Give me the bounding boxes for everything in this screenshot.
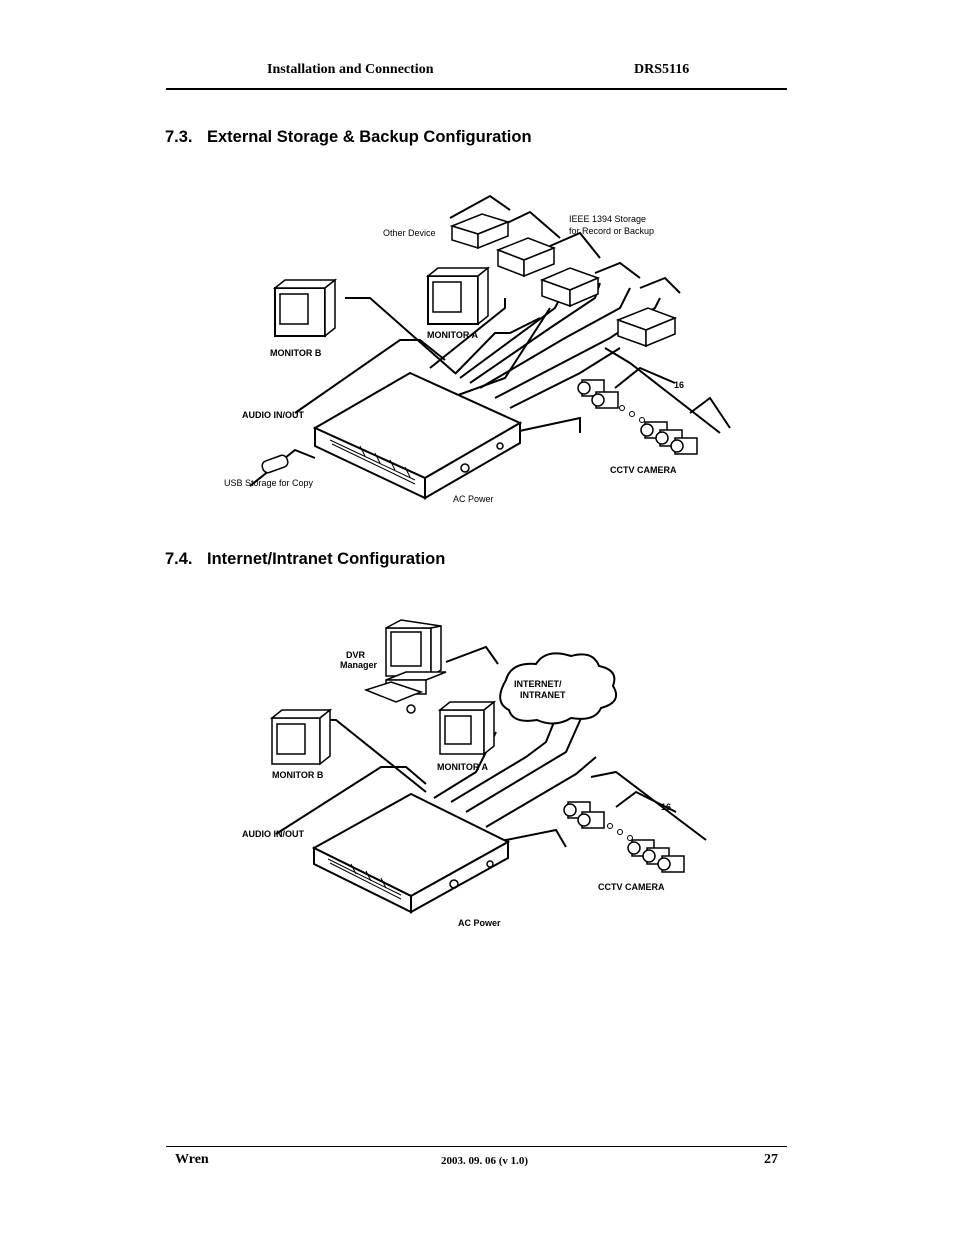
storage-box-ieee-2 <box>539 267 601 308</box>
dvr-unit <box>311 792 511 914</box>
camera-group-bottom <box>640 421 698 455</box>
label-ieee-storage-line1: IEEE 1394 Storage <box>569 214 646 224</box>
camera-group-top <box>577 379 619 409</box>
label-dvr-manager-line2: Manager <box>340 660 378 670</box>
label-monitor-b: MONITOR B <box>270 348 322 358</box>
ac-power-cable <box>509 416 581 434</box>
camera-cable-2 <box>615 790 677 813</box>
camera-cable-3 <box>689 396 731 429</box>
ieee-cable-3 <box>594 261 641 279</box>
monitor-a-cable-2 <box>449 307 551 399</box>
storage-box-other-device <box>449 213 511 250</box>
monitor-a <box>425 266 491 326</box>
label-ac-power: AC Power <box>458 918 501 928</box>
audio-cable <box>275 766 427 835</box>
section-heading-storage: 7.3. External Storage & Backup Configurat… <box>165 128 532 147</box>
monitor-a-cable <box>454 317 541 375</box>
header-rule <box>166 88 787 90</box>
monitor-a <box>437 700 497 756</box>
section-heading-internet: 7.4. Internet/Intranet Configuration <box>165 550 445 569</box>
label-monitor-a: MONITOR A <box>437 762 488 772</box>
label-internet-line1: INTERNET/ <box>514 679 562 689</box>
dvr-manager-pc <box>363 619 447 714</box>
label-cctv-camera: CCTV CAMERA <box>598 882 665 892</box>
label-camera-count: 16 <box>674 380 684 390</box>
section-title: External Storage & Backup Configuration <box>207 128 532 146</box>
label-internet-line2: INTRANET <box>520 690 566 700</box>
label-cctv-camera: CCTV CAMERA <box>610 465 677 475</box>
ieee-cable-4 <box>639 276 681 294</box>
camera-cable-1 <box>485 756 597 828</box>
label-camera-count: 16 <box>661 802 671 812</box>
footer-date-version: 2003. 09. 06 (v 1.0) <box>441 1155 529 1167</box>
header-model: DRS5116 <box>634 62 690 77</box>
ac-power-cable <box>495 828 567 848</box>
storage-box-ieee-1 <box>495 237 557 278</box>
camera-cable-1 <box>509 347 621 409</box>
storage-box-ieee-3 <box>615 307 678 348</box>
audio-cable <box>294 339 446 414</box>
storage-cable-2 <box>479 287 631 389</box>
label-dvr-manager-line1: DVR <box>346 650 366 660</box>
camera-cable-2 <box>614 366 676 389</box>
usb-storage-device <box>261 454 289 474</box>
label-monitor-a: MONITOR A <box>427 330 478 340</box>
camera-ellipsis <box>607 823 633 841</box>
monitor-b <box>272 278 338 338</box>
label-monitor-b: MONITOR B <box>272 770 324 780</box>
footer-page-number: 27 <box>764 1152 778 1167</box>
camera-bus-cable <box>590 770 707 841</box>
other-device-cable <box>449 194 511 219</box>
section-number: 7.3. <box>165 128 193 146</box>
label-other-device: Other Device <box>383 228 436 238</box>
ieee-cable-2 <box>549 231 601 259</box>
label-usb-storage: USB Storage for Copy <box>224 478 314 488</box>
monitor-a-cable-2 <box>450 721 555 803</box>
pc-cable <box>445 645 499 665</box>
network-cable <box>465 706 587 813</box>
header-title: Installation and Connection <box>267 62 434 77</box>
internet-cloud <box>499 652 617 725</box>
footer-company: Wren <box>175 1152 209 1167</box>
camera-bus-cable <box>604 347 721 434</box>
usb-cable <box>249 448 316 487</box>
ieee-cable-1 <box>504 210 561 239</box>
storage-configuration-diagram: Other Device IEEE 1394 Storage for Recor… <box>220 188 740 508</box>
footer-rule <box>166 1146 787 1147</box>
internet-configuration-diagram: DVR Manager INTERNET/ INTRANET MONITOR B… <box>236 602 716 938</box>
label-audio-in-out: AUDIO IN/OUT <box>242 829 305 839</box>
dvr-unit <box>312 371 523 500</box>
camera-group-top <box>563 801 605 829</box>
label-ac-power: AC Power <box>453 494 494 504</box>
label-ieee-storage-line2: for Record or Backup <box>569 226 654 236</box>
monitor-b <box>269 708 333 766</box>
camera-group-bottom <box>627 839 685 873</box>
monitor-b-cable <box>345 297 456 374</box>
label-audio-in-out: AUDIO IN/OUT <box>242 410 305 420</box>
section-number: 7.4. <box>165 550 193 568</box>
monitor-link-cable <box>429 298 506 369</box>
section-title: Internet/Intranet Configuration <box>207 550 446 568</box>
camera-ellipsis <box>619 405 645 423</box>
